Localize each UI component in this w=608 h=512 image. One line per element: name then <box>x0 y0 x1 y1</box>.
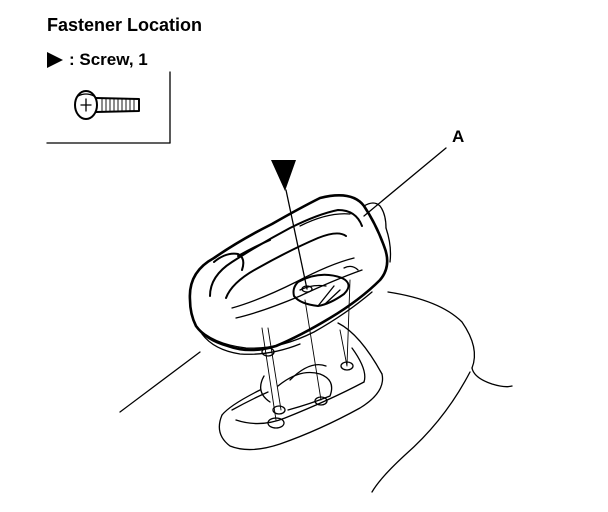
triangle-marker-icon <box>47 52 63 68</box>
screw-position-marker <box>271 160 308 290</box>
legend-frame <box>46 71 171 144</box>
legend-label: : Screw, 1 <box>69 50 148 69</box>
diagram-title: Fastener Location <box>47 15 203 35</box>
callout-label-a: A <box>452 127 465 146</box>
alignment-guide-lines <box>261 279 351 421</box>
callout-a-leader <box>363 147 447 217</box>
part-a-cup-holder <box>188 194 392 355</box>
console-body-outline <box>119 291 513 493</box>
screw-icon <box>74 90 140 120</box>
